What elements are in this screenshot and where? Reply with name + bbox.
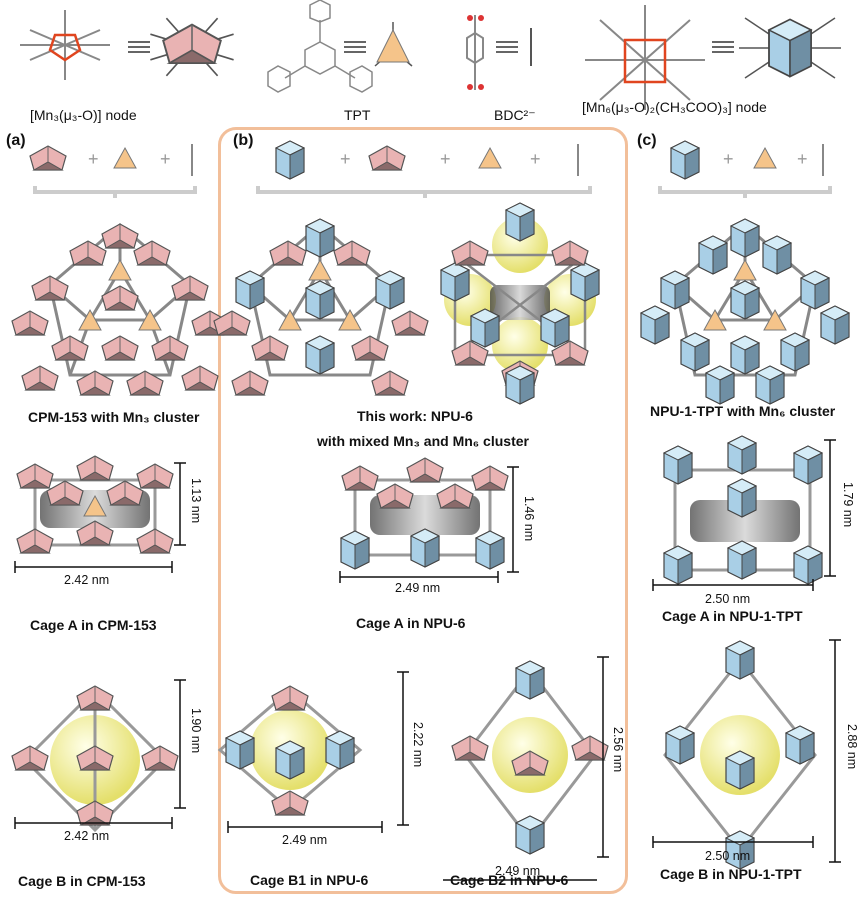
bdc-molecule-icon: [466, 15, 484, 90]
bdc-label: BDC²⁻: [494, 107, 536, 123]
cage-a-cpm153-caption: Cage A in CPM-153: [30, 617, 157, 633]
svg-text:+: +: [797, 149, 808, 169]
tpt-label: TPT: [344, 107, 371, 123]
cage-a-cpm153-width: 2.42 nm: [64, 573, 110, 587]
equivalence-icon-2: [344, 41, 366, 53]
panel-a-recipe: + +: [29, 144, 197, 198]
cage-a-npu6-width: 2.49 nm: [395, 581, 441, 595]
cage-a-npu6-height: 1.46 nm: [522, 496, 536, 542]
cage-b-npu1-tpt: [663, 640, 817, 870]
svg-text:+: +: [88, 149, 99, 169]
npu1-tpt-framework: [640, 218, 850, 405]
equivalence-icon-3: [496, 41, 518, 53]
panel-b-frame: [218, 127, 628, 894]
cage-a-npu6: [340, 457, 509, 570]
cage-b-cpm153-caption: Cage B in CPM-153: [18, 873, 146, 889]
dimension-lines: [14, 439, 841, 881]
cage-a-npu1-tpt-height: 1.79 nm: [841, 482, 855, 528]
cpm153-framework: [11, 223, 229, 396]
cage-b-cpm153-width: 2.42 nm: [64, 829, 110, 843]
svg-text:+: +: [723, 149, 734, 169]
equivalence-icon-4: [712, 41, 734, 53]
cage-b-cpm153-height: 1.90 nm: [189, 708, 203, 754]
panel-b-letter: (b): [233, 132, 254, 149]
cage-a-cpm153-height: 1.13 nm: [189, 478, 203, 524]
svg-text:+: +: [160, 149, 171, 169]
svg-text:+: +: [440, 149, 451, 169]
mn3-molecule-icon: [20, 10, 110, 80]
cage-a-cpm153: [16, 455, 174, 554]
cage-b2-npu6-caption: Cage B2 in NPU-6: [450, 872, 569, 888]
mn6-prism-icon: [739, 17, 841, 79]
cage-b2-npu6-height: 2.56 nm: [611, 727, 625, 773]
mn6-molecule-icon: [585, 5, 705, 110]
npu6-caption-line1: This work: NPU-6: [357, 408, 473, 424]
cage-b1-npu6-height: 2.22 nm: [411, 722, 425, 768]
cage-b1-npu6-caption: Cage B1 in NPU-6: [250, 872, 369, 888]
cage-b-npu1-tpt-width: 2.50 nm: [705, 849, 751, 863]
cage-b-cpm153: [11, 685, 179, 833]
panel-c-recipe: + +: [658, 140, 832, 198]
cage-b1-npu6: [217, 685, 363, 816]
mn3-octahedron-icon: [150, 17, 234, 77]
npu1-tpt-caption: NPU-1-TPT with Mn₆ cluster: [650, 403, 836, 419]
cage-a-npu1-tpt-caption: Cage A in NPU-1-TPT: [662, 608, 803, 624]
svg-text:+: +: [530, 149, 541, 169]
cage-a-npu1-tpt-width: 2.50 nm: [705, 592, 751, 606]
tpt-molecule-icon: [267, 0, 373, 93]
npu6-framework-side: [440, 202, 600, 405]
tpt-triangle-icon: [374, 22, 413, 67]
equivalence-icon-1: [128, 41, 150, 53]
cage-b1-npu6-width: 2.49 nm: [282, 833, 328, 847]
panel-a-letter: (a): [6, 132, 26, 149]
cage-a-npu6-caption: Cage A in NPU-6: [356, 615, 466, 631]
svg-text:+: +: [340, 149, 351, 169]
cage-b-npu1-tpt-caption: Cage B in NPU-1-TPT: [660, 866, 802, 882]
npu6-framework-top: [213, 218, 429, 396]
cage-b-npu1-tpt-height: 2.88 nm: [845, 724, 859, 770]
cpm153-caption: CPM-153 with Mn₃ cluster: [28, 409, 200, 425]
cage-b2-npu6-width: 2.49 nm: [495, 864, 541, 878]
mn3-node-label: [Mn₃(μ₃-O)] node: [30, 107, 137, 123]
panel-b-recipe: + + +: [256, 140, 592, 198]
mn6-node-label: [Mn₆(μ₃-O)₂(CH₃COO)₃] node: [582, 99, 767, 115]
cage-b2-npu6: [451, 660, 609, 855]
panel-c-letter: (c): [637, 132, 657, 149]
cage-a-npu1-tpt: [663, 435, 823, 585]
npu6-caption-line2: with mixed Mn₃ and Mn₆ cluster: [317, 433, 529, 449]
